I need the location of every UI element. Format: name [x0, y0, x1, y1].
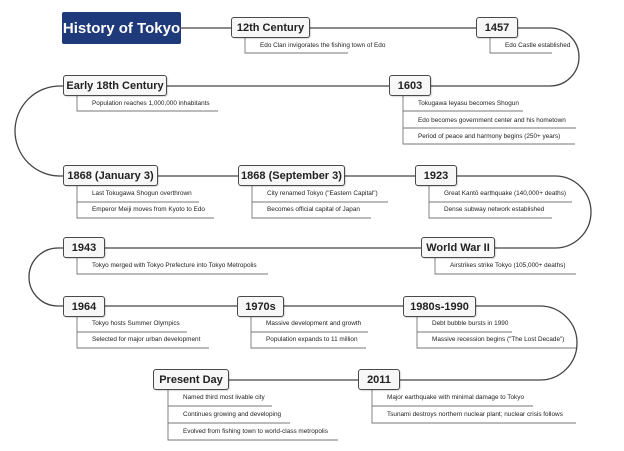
event-node-1923[interactable]: 1923	[415, 165, 457, 186]
event-node-world-war-ii[interactable]: World War II	[421, 237, 495, 258]
event-detail: Airstrikes strike Tokyo (105,000+ deaths…	[450, 262, 566, 269]
event-detail: Emperor Meiji moves from Kyoto to Edo	[92, 206, 205, 213]
event-detail: Continues growing and developing	[183, 411, 282, 418]
event-node-early-18th-century[interactable]: Early 18th Century	[63, 75, 167, 96]
event-detail: Tokyo hosts Summer Olympics	[92, 320, 180, 327]
event-detail: Edo Castle established	[505, 42, 571, 49]
event-detail: City renamed Tokyo ("Eastern Capital")	[267, 190, 378, 197]
event-detail: Dense subway network established	[444, 206, 545, 213]
diagram-title: History of Tokyo	[62, 12, 181, 44]
event-detail: Period of peace and harmony begins (250+…	[418, 133, 561, 140]
event-node-present-day[interactable]: Present Day	[153, 369, 229, 390]
event-detail: Great Kantō earthquake (140,000+ deaths)	[444, 190, 567, 197]
event-detail: Debt bubble bursts in 1990	[432, 320, 509, 327]
event-detail: Tokyo merged with Tokyo Prefecture into …	[92, 262, 257, 269]
event-detail: Population expands to 11 million	[266, 336, 358, 343]
event-node-1868-september[interactable]: 1868 (September 3)	[238, 165, 345, 186]
event-detail: Tokugawa Ieyasu becomes Shogun	[418, 100, 519, 107]
event-node-1943[interactable]: 1943	[63, 237, 105, 258]
event-detail: Named third most livable city	[183, 394, 265, 401]
event-detail: Edo Clan invigorates the fishing town of…	[260, 42, 386, 49]
event-detail: Tsunami destroys northern nuclear plant;…	[387, 411, 563, 418]
event-detail: Edo becomes government center and his ho…	[418, 117, 566, 124]
event-node-1868-january[interactable]: 1868 (January 3)	[63, 165, 158, 186]
event-detail: Selected for major urban development	[92, 336, 201, 343]
event-node-1457[interactable]: 1457	[476, 17, 518, 38]
event-node-1980s-1990[interactable]: 1980s-1990	[403, 296, 476, 317]
event-detail: Becomes official capital of Japan	[267, 206, 360, 213]
event-node-12th-century[interactable]: 12th Century	[231, 17, 310, 38]
event-detail: Massive recession begins ("The Lost Deca…	[432, 336, 565, 343]
event-node-2011[interactable]: 2011	[358, 369, 400, 390]
event-detail: Last Tokugawa Shogun overthrown	[92, 190, 192, 197]
event-detail: Evolved from fishing town to world-class…	[183, 428, 328, 435]
event-node-1964[interactable]: 1964	[63, 296, 105, 317]
event-detail: Population reaches 1,000,000 inhabitants	[92, 100, 210, 107]
event-node-1603[interactable]: 1603	[389, 75, 431, 96]
event-node-1970s[interactable]: 1970s	[237, 296, 284, 317]
event-detail: Major earthquake with minimal damage to …	[387, 394, 524, 401]
event-detail: Massive development and growth	[266, 320, 362, 327]
